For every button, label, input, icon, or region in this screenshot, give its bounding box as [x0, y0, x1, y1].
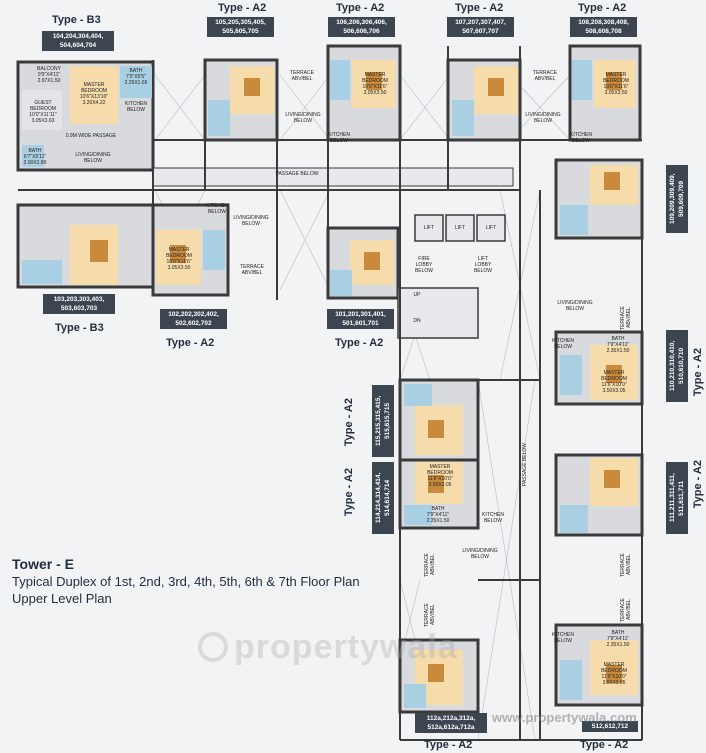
label-kitchen-114: KITCHEN BELOW [482, 512, 504, 524]
label-passage-below-v: PASSAGE BELOW [522, 443, 528, 487]
label-passage-wide: 0.9M WIDE PASSAGE [65, 133, 117, 139]
label-master-108: MASTER BEDROOM 10'0"X11'6" 3.05X3.50 [603, 72, 629, 96]
a2-mid-units [151, 203, 400, 300]
label-bath-112: BATH 7'9"X4'11" 2.35X1.50 [606, 630, 630, 648]
label-fire-lobby: FIRE LOBBY BELOW [414, 256, 434, 274]
title-a2-106: Type - A2 [336, 2, 385, 14]
title-a2-102: Type - A2 [166, 337, 215, 349]
title-a2-112a: Type - A2 [424, 739, 473, 751]
label-living-1: LIVING/DINING BELOW [285, 112, 321, 124]
watermark-logo: propertywala [234, 628, 458, 666]
badge-b3-103: 103,203,303,403, 503,603,703 [43, 294, 115, 314]
caption-level: Upper Level Plan [12, 591, 112, 606]
watermark-url: www.propertywala.com [492, 710, 637, 725]
badge-a2-102: 102,202,302,402, 502,602,702 [160, 309, 227, 329]
b3-bath [120, 66, 152, 98]
structure-lines [18, 46, 643, 741]
label-master-106: MASTER BEDROOM 10'0"X11'6" 3.05X3.50 [362, 72, 388, 96]
title-a2-112: Type - A2 [580, 739, 629, 751]
title-b3-bottom: Type - B3 [55, 322, 104, 334]
badge-a2-114: 114,214,314,414, 514,614,714 [372, 462, 394, 534]
label-terrace-110: TERRACE ABV/BEL [620, 306, 632, 330]
label-master-110: MASTER BEDROOM 11'6"X10'0" 3.50X3.05 [601, 370, 627, 394]
label-bath-small: BATH 6'7"X5'11" 2.00X1.80 [23, 148, 47, 166]
label-master-112: MASTER BEDROOM 11'6"X10'0" 3.50X3.05 [601, 662, 627, 686]
badge-a2-108: 108,208,308,408, 508,608,708 [570, 17, 637, 37]
title-a2-111: Type - A2 [692, 460, 704, 509]
label-passage-below: PASSAGE BELOW [275, 171, 319, 177]
caption-tower: Tower - E [12, 556, 74, 572]
title-a2-107: Type - A2 [455, 2, 504, 14]
caption-floors: Typical Duplex of 1st, 2nd, 3rd, 4th, 5t… [12, 574, 360, 589]
label-master-102: MASTER BEDROOM 10'0"X11'6" 3.05X3.50 [166, 247, 192, 271]
title-b3-top: Type - B3 [52, 14, 101, 26]
badge-a2-109: 109,209,309,409, 509,609,709 [666, 165, 688, 233]
title-a2-114: Type - A2 [343, 468, 355, 517]
label-living-110: LIVING/DINING BELOW [557, 300, 593, 312]
badge-a2-107: 107,207,307,407, 507,607,707 [447, 17, 514, 37]
label-terrace-111b: TERRACE ABV/BEL [620, 598, 632, 622]
label-living-b3: LIVING/DINING BELOW [75, 152, 111, 164]
label-guest: GUEST BEDROOM 10'0"X11'11" 3.05X3.63 [29, 100, 57, 124]
badge-a2-101: 101,201,301,401, 501,601,701 [327, 309, 394, 329]
label-stair-up: UP [413, 292, 421, 298]
label-lift-1: LIFT [423, 225, 435, 231]
a2-top-units [203, 44, 642, 142]
badge-a2-106: 106,206,306,406, 506,606,706 [328, 17, 395, 37]
title-a2-108: Type - A2 [578, 2, 627, 14]
label-terrace-1: TERRACE ABV/BEL [290, 70, 314, 82]
label-master-b3: MASTER BEDROOM 10'6"X13'10" 3.20X4.22 [79, 82, 109, 106]
title-a2-105: Type - A2 [218, 2, 267, 14]
lift-core [397, 214, 506, 339]
badge-b3-top: 104,204,304,404, 504,604,704 [42, 31, 114, 51]
badge-a2-105: 105,205,305,405, 505,605,705 [207, 17, 274, 37]
label-living-2: LIVING/DINING BELOW [525, 112, 561, 124]
badge-a2-115: 115,215,315,415, 515,615,715 [372, 385, 394, 457]
badge-a2-111: 111,211,311,411, 511,611,711 [666, 462, 688, 534]
label-lift-2: LIFT [454, 225, 466, 231]
title-a2-110: Type - A2 [692, 348, 704, 397]
label-bath-114: BATH 7'9"X4'11" 2.35X1.50 [426, 506, 450, 524]
plan-caption: Tower - E Typical Duplex of 1st, 2nd, 3r… [12, 555, 360, 607]
watermark-logo-icon [198, 632, 228, 662]
badge-a2-110: 110,210,310,410, 510,610,710 [666, 330, 688, 402]
label-terrace-111: TERRACE ABV/BEL [620, 553, 632, 577]
badge-a2-112a: 112a,212a,312a, 512a,612a,712a [415, 713, 487, 733]
label-kitchen-110: KITCHEN BELOW [552, 338, 574, 350]
label-kitchen-108: KITCHEN BELOW [570, 132, 592, 144]
label-balcony: BALCONY 9'9"X4'11" 2.97X1.50 [37, 66, 61, 84]
b3-master-bedroom [70, 66, 118, 124]
label-kitchen-b3: KITCHEN BELOW [125, 101, 147, 113]
label-terrace-2: TERRACE ABV/BEL [533, 70, 557, 82]
passage-band [152, 167, 514, 187]
label-bath-110: BATH 7'9"X4'11" 2.35X1.50 [606, 336, 630, 354]
label-terrace-114: TERRACE ABV/BEL [424, 553, 436, 577]
a2-right-units [554, 158, 644, 707]
label-kitchen-102: KITCHEN BELOW [206, 203, 228, 215]
label-kitchen-112: KITCHEN BELOW [552, 632, 574, 644]
label-lift-3: LIFT [485, 225, 497, 231]
label-kitchen-106: KITCHEN BELOW [328, 132, 350, 144]
label-stair-dn: DN [413, 318, 421, 324]
title-a2-115: Type - A2 [343, 398, 355, 447]
b3-guest [22, 90, 62, 130]
label-terrace-102: TERRACE ABV/BEL [240, 264, 264, 276]
b3-bath2 [22, 145, 44, 167]
badge-a2-112: 512,612,712 [582, 721, 638, 732]
label-lift-lobby: LIFT LOBBY BELOW [473, 256, 493, 274]
label-living-114: LIVING/DINING BELOW [462, 548, 498, 560]
title-a2-101: Type - A2 [335, 337, 384, 349]
label-bath-b3: BATH 7'5"X5'5" 2.25X1.65 [124, 68, 148, 86]
a2-bottom-mid-units [398, 378, 480, 714]
label-master-114: MASTER BEDROOM 11'6"X10'0" 3.50X3.05 [427, 464, 453, 488]
label-living-102: LIVING/DINING BELOW [233, 215, 269, 227]
